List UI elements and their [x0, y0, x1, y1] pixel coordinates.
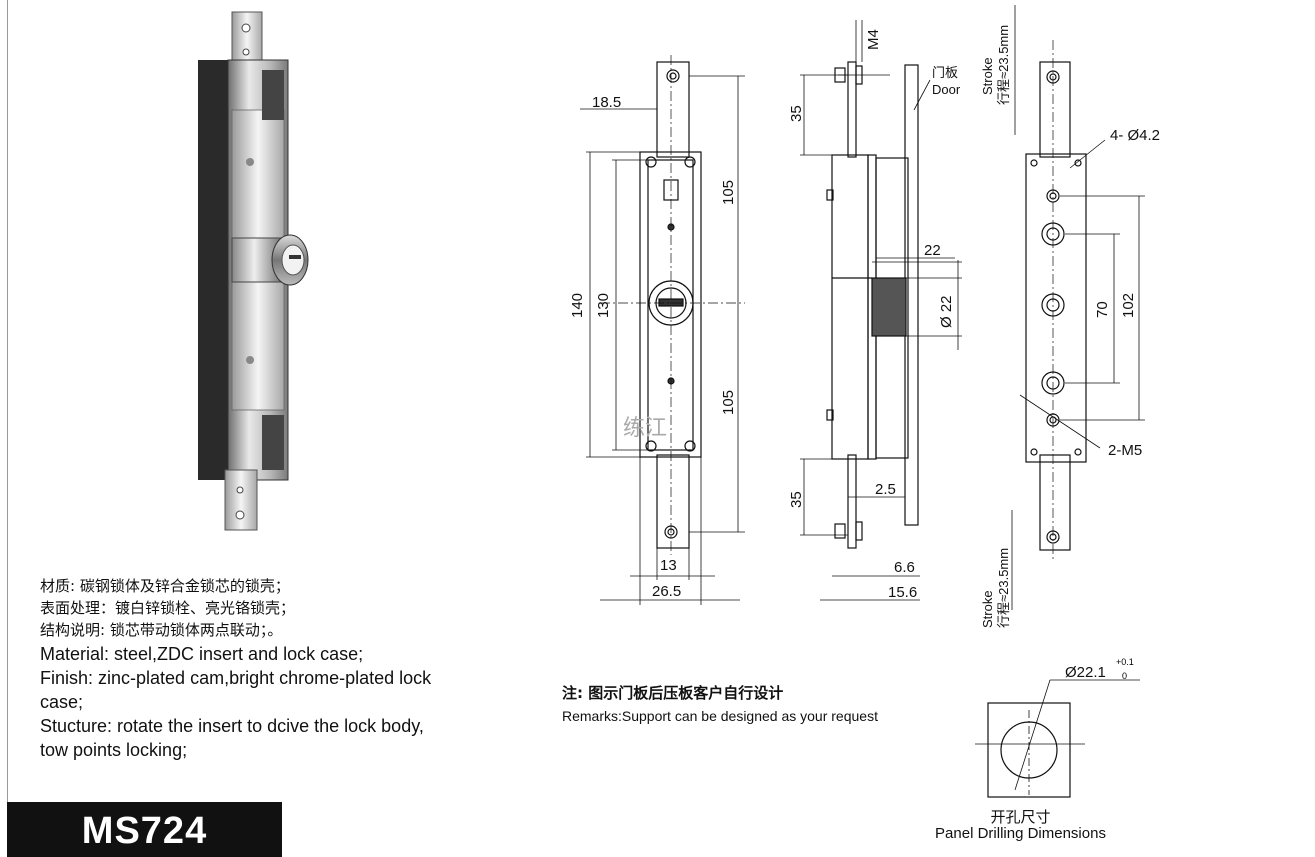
- dim-105-bottom: 105: [720, 390, 737, 415]
- dim-70: 70: [1094, 301, 1111, 318]
- dim-dia22: Ø 22: [938, 295, 955, 328]
- drill-diameter: Ø22.1: [1065, 664, 1106, 681]
- dim-130: 130: [595, 293, 612, 318]
- spec-en-structure-cont: tow points locking;: [40, 740, 188, 760]
- lock-photo: [198, 11, 309, 531]
- drill-tol-upper: +0.1: [1116, 657, 1134, 667]
- spec-cn-finish: 表面处理：镀白锌锁栓、亮光铬锁壳；: [40, 599, 296, 617]
- door-cn: 门板: [932, 65, 958, 80]
- spec-en-structure: Stucture: rotate the insert to dcive the…: [40, 716, 424, 736]
- panel-drilling-diagram: [975, 679, 1140, 798]
- panel-drilling-title-cn: 开孔尺寸: [990, 808, 1051, 826]
- remark-en: Remarks:Support can be designed as your …: [562, 708, 878, 724]
- dim-15-6: 15.6: [888, 584, 917, 601]
- dim-m4: M4: [865, 29, 882, 50]
- dim-26-5: 26.5: [652, 583, 681, 600]
- dim-6-6: 6.6: [894, 559, 915, 576]
- spec-en-finish-cont: case;: [40, 692, 84, 712]
- dim-35-bottom: 35: [788, 491, 805, 508]
- door-en: Door: [932, 82, 961, 97]
- stroke-bottom-en: Stroke: [980, 590, 995, 628]
- front-view: [580, 55, 745, 605]
- dim-22: 22: [924, 242, 941, 259]
- dim-13: 13: [660, 557, 677, 574]
- stroke-top-cn: 行程≈23.5mm: [996, 25, 1011, 105]
- drill-tol-lower: 0: [1122, 671, 1127, 681]
- dim-18-5: 18.5: [592, 94, 621, 111]
- holes-label: 4- Ø4.2: [1110, 127, 1160, 144]
- page-left-border: [0, 0, 8, 857]
- spec-en-finish: Finish: zinc-plated cam,bright chrome-pl…: [40, 668, 432, 688]
- dim-140: 140: [569, 293, 586, 318]
- remark-cn: 注: 图示门板后压板客户自行设计: [562, 684, 784, 702]
- stroke-top-en: Stroke: [980, 57, 995, 95]
- model-number: MS724: [81, 810, 208, 852]
- dim-35-top: 35: [788, 105, 805, 122]
- m5-label: 2-M5: [1108, 442, 1142, 459]
- watermark: 练江: [623, 416, 667, 441]
- model-badge: MS724: [7, 802, 282, 857]
- dim-105-top: 105: [720, 180, 737, 205]
- panel-drilling-title-en: Panel Drilling Dimensions: [935, 825, 1106, 842]
- spec-en-material: Material: steel,ZDC insert and lock case…: [40, 644, 364, 664]
- spec-cn-material: 材质: 碳钢锁体及锌合金锁芯的锁壳；: [40, 577, 290, 595]
- stroke-bottom-cn: 行程≈23.5mm: [996, 548, 1011, 628]
- dim-102: 102: [1120, 293, 1137, 318]
- side-view: [800, 20, 962, 601]
- dim-2-5: 2.5: [875, 481, 896, 498]
- back-view: [1011, 5, 1145, 610]
- spec-cn-structure: 结构说明: 锁芯带动锁体两点联动；。: [40, 621, 283, 639]
